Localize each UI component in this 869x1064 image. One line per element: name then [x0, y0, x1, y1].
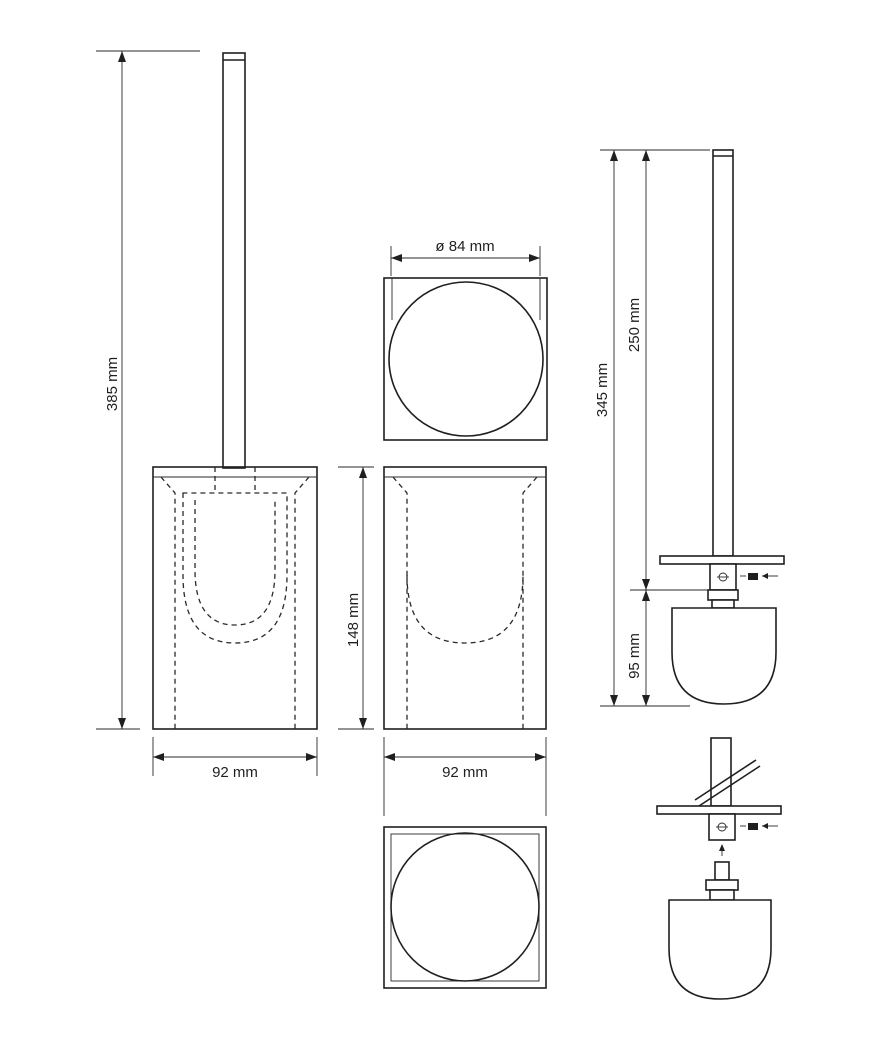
arrow-left-icon	[762, 823, 768, 829]
brush-side-view	[659, 149, 785, 705]
brush-head-hidden	[182, 492, 288, 644]
container-body	[152, 466, 318, 730]
label-head-length: 95 mm	[626, 633, 643, 679]
label-brush-total: 345 mm	[594, 363, 611, 417]
front-view-assembled	[152, 52, 318, 730]
dimension-head-length: 95 mm	[626, 590, 650, 706]
label-width-left: 92 mm	[212, 764, 258, 781]
dimension-container-height: 148 mm	[338, 466, 374, 730]
break-line	[694, 759, 757, 801]
label-handle-length: 250 mm	[626, 298, 643, 352]
arrow-left-icon	[762, 573, 768, 579]
brush-handle	[222, 52, 246, 469]
screw-icon	[748, 823, 758, 830]
label-total-height: 385 mm	[104, 357, 121, 411]
front-view-container	[383, 466, 547, 730]
label-diameter: ø 84 mm	[435, 238, 494, 255]
dimension-handle-length: 250 mm	[626, 150, 708, 591]
dimension-width-center: 92 mm	[383, 737, 547, 816]
dimension-width-left: 92 mm	[152, 737, 318, 781]
brush-handle-rod	[712, 149, 734, 557]
brush-head-detached	[668, 899, 772, 1000]
label-container-height: 148 mm	[345, 593, 362, 647]
dimension-brush-total: 345 mm	[594, 149, 710, 707]
dimension-total-height: 385 mm	[96, 50, 200, 730]
brush-head	[671, 607, 777, 705]
arrow-up-icon	[719, 844, 725, 851]
label-width-center: 92 mm	[442, 764, 488, 781]
dimension-diameter: ø 84 mm	[390, 238, 541, 276]
lid-plate	[659, 555, 785, 565]
assembly-exploded-view	[656, 737, 782, 1000]
top-view-container	[383, 277, 548, 441]
bottom-view-container	[383, 826, 547, 989]
inner-opening	[388, 281, 544, 437]
screw-icon	[748, 573, 758, 580]
